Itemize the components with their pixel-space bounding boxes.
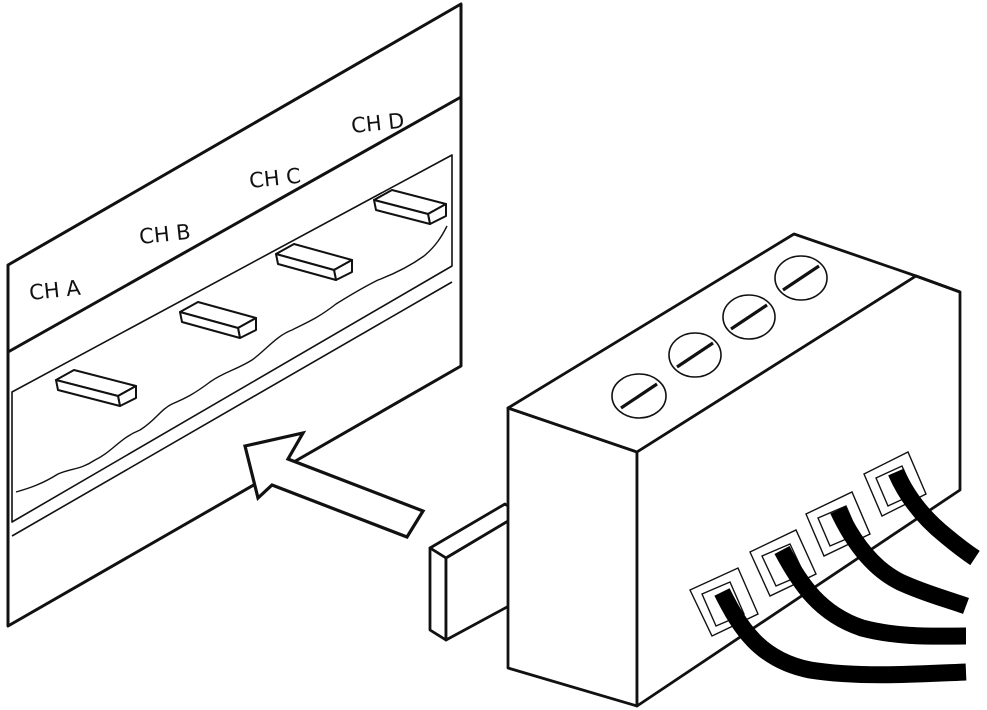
terminal-block-edge [915, 274, 961, 294]
socket-pin [55, 369, 137, 407]
insert-direction-arrow [243, 430, 426, 539]
socket-pin [179, 301, 257, 339]
screw [611, 373, 667, 419]
channel-labels: CH A CH B CH C CH D [28, 109, 406, 305]
channel-label-c: CH C [248, 164, 302, 193]
socket-contour [15, 225, 448, 493]
wire [714, 588, 967, 684]
screw [722, 294, 776, 340]
wire [774, 546, 967, 645]
screw [774, 255, 828, 301]
screws [611, 255, 828, 419]
wires [714, 468, 980, 684]
socket-pin [373, 189, 447, 225]
wire [830, 506, 969, 614]
wire [888, 468, 980, 566]
screw [668, 332, 722, 378]
panel-socket-outline [11, 154, 453, 523]
channel-label-b: CH B [138, 220, 192, 249]
device-panel [6, 2, 463, 628]
channel-label-d: CH D [350, 109, 406, 138]
terminal-block-tab-front [428, 546, 448, 642]
channel-label-a: CH A [28, 276, 82, 305]
panel-divider-top [7, 95, 462, 354]
panel-rail [11, 281, 453, 537]
socket-pin [275, 243, 353, 281]
panel-outline [6, 2, 463, 628]
socket-pins [55, 189, 447, 407]
terminal-block-front [506, 406, 639, 708]
